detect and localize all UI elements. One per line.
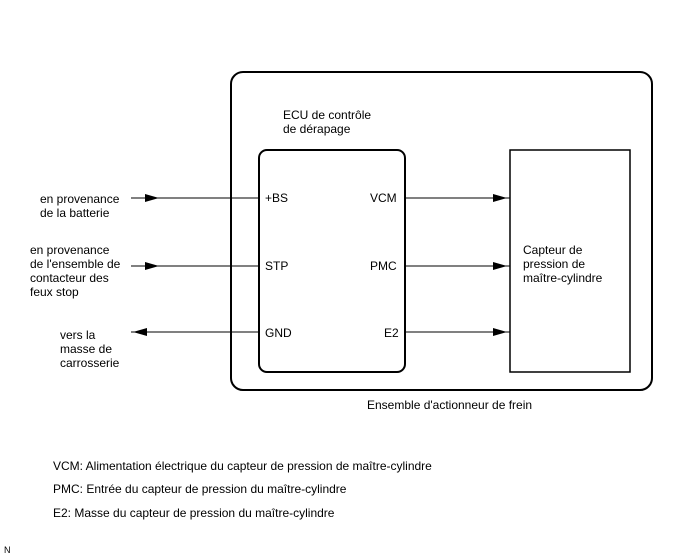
vcm-arrow	[493, 194, 507, 202]
corner-mark: N	[4, 545, 11, 555]
e2-arrow	[493, 328, 507, 336]
pin-pmc-label: PMC	[370, 259, 397, 273]
sensor-label: Capteur de pression de maître-cylindre	[523, 243, 603, 285]
assembly-label: Ensemble d'actionneur de frein	[367, 398, 533, 412]
legend-pmc: PMC: Entrée du capteur de pression du ma…	[53, 482, 347, 496]
pin-gnd-label: GND	[265, 326, 292, 340]
stop-switch-source-label: en provenance de l'ensemble de contacteu…	[30, 243, 121, 299]
ground-arrow	[133, 328, 147, 336]
battery-arrow	[145, 194, 159, 202]
pin-bs-label: +BS	[265, 191, 289, 205]
ecu-box	[258, 149, 406, 373]
battery-source-label: en provenance de la batterie	[40, 192, 120, 220]
ecu-title: ECU de contrôle de dérapage	[283, 108, 372, 136]
brake-actuator-assembly-box	[230, 71, 653, 391]
legend-vcm: VCM: Alimentation électrique du capteur …	[53, 459, 432, 473]
sensor-box	[509, 149, 631, 373]
pin-e2-label: E2	[384, 326, 399, 340]
legend-e2: E2: Masse du capteur de pression du maît…	[53, 506, 335, 520]
stop-switch-arrow	[145, 262, 159, 270]
pin-vcm-label: VCM	[370, 191, 397, 205]
pin-stp-label: STP	[265, 259, 289, 273]
ground-destination-label: vers la masse de carrosserie	[60, 328, 120, 370]
pmc-arrow	[493, 262, 507, 270]
